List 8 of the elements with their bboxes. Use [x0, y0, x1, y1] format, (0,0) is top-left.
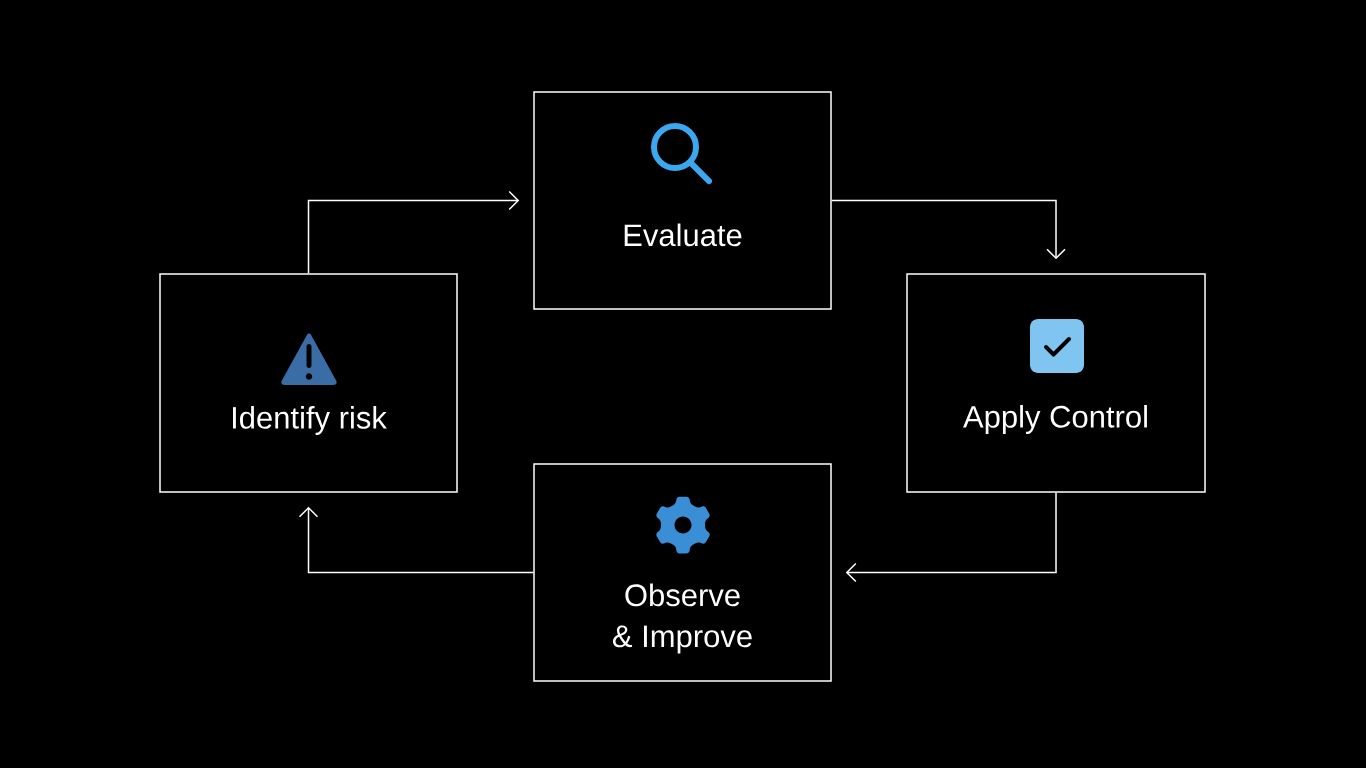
arrow [298, 506, 534, 574]
arrow [845, 492, 1057, 583]
process-box: Apply Control [906, 273, 1206, 493]
process-box: Identify risk [159, 273, 458, 493]
process-box: Evaluate [533, 91, 832, 310]
arrow [831, 199, 1066, 260]
arrow [307, 190, 520, 274]
process-box: Observe & Improve [533, 463, 832, 682]
